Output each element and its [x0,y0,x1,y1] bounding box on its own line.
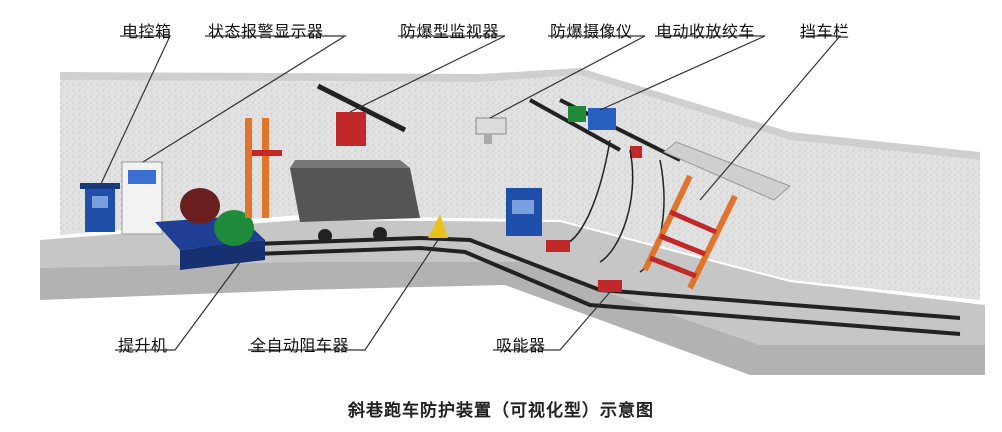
wall-top-ledge [60,68,980,160]
control-box-device [80,183,120,232]
label-control-box: 电控箱 [122,22,172,41]
barrier-ceiling-plate [663,141,791,201]
label-energy-absorber: 吸能器 [496,336,546,355]
hoist-device [155,188,265,270]
label-alarm-display: 状态报警显示器 [208,22,324,41]
tunnel-wall [60,75,980,300]
alarm-display-device [121,161,163,235]
diagram-caption: 斜巷跑车防护装置（可视化型）示意图 [348,401,654,421]
leader-lines [99,35,842,351]
floor-front-face [40,262,985,375]
car-barrier-device [642,174,738,290]
label-car-barrier: 挡车栏 [800,22,850,41]
electric-winch-device [529,98,681,162]
monitor-device [316,83,407,146]
second-control-box [506,188,542,236]
label-explosion-proof-camera: 防爆摄像仪 [550,22,633,41]
auto-car-stopper-device [428,214,448,238]
hoist-orange-frame [245,118,282,218]
label-electric-winch: 电动收放绞车 [656,22,756,41]
label-explosion-proof-monitor: 防爆型监视器 [400,22,500,41]
energy-absorber-device [546,240,622,292]
rail-track-right [199,245,961,336]
rail-track-left [199,235,961,320]
mine-car [290,160,420,243]
label-auto-car-stopper: 全自动阻车器 [250,336,350,355]
label-hoist: 提升机 [118,336,168,355]
